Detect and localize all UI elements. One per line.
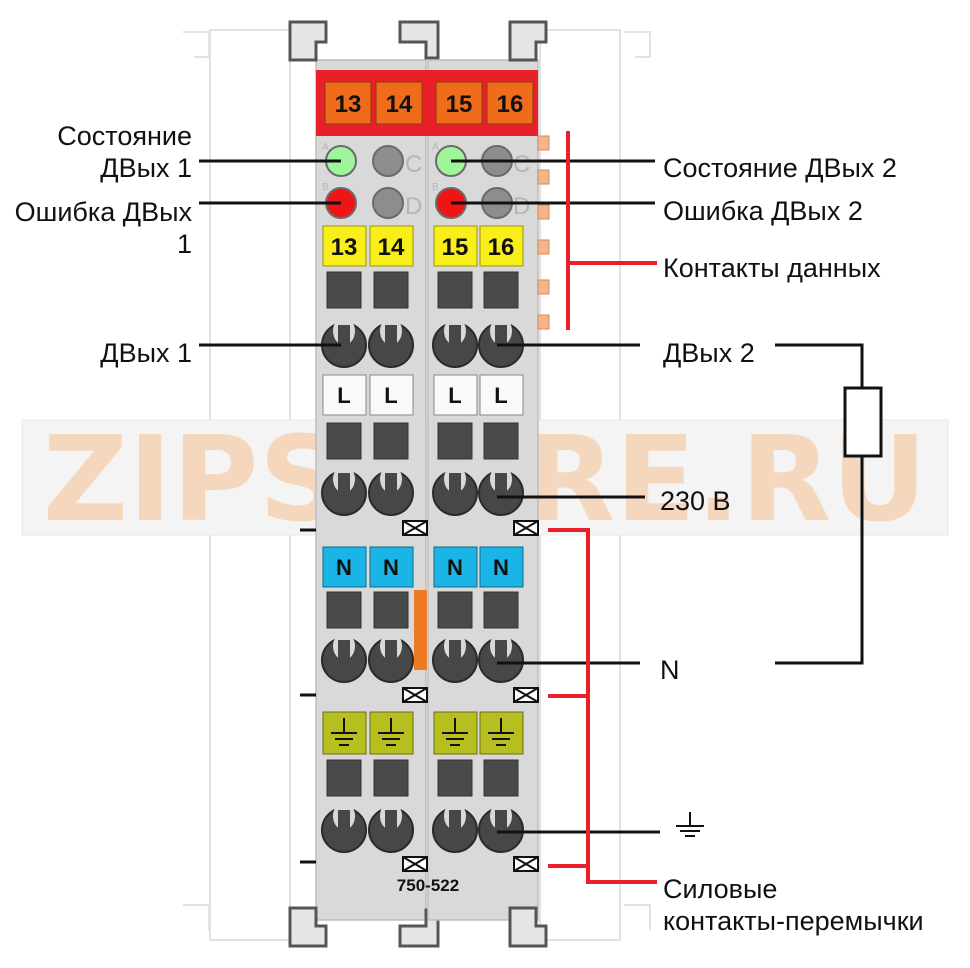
- clamp-terminal: [368, 802, 414, 853]
- terminal-slot: [437, 271, 473, 309]
- label-neutral: N: [660, 655, 680, 685]
- n-tags: N N N N: [322, 546, 524, 588]
- ground-tag: [369, 711, 414, 755]
- clamp-terminal: [368, 632, 414, 683]
- l-tags: L L L L: [322, 374, 524, 416]
- terminal-slot: [326, 759, 362, 797]
- label-status-1-line1: Состояние: [57, 121, 192, 151]
- top-tags: 13 14 15 16: [324, 81, 534, 125]
- l-tag-1: L: [337, 383, 350, 408]
- data-contact-tabs: [537, 135, 550, 330]
- terminal-slot: [437, 759, 473, 797]
- jumper-contact: [513, 856, 539, 872]
- terminal-slot: [483, 271, 519, 309]
- terminal-slot: [437, 422, 473, 460]
- label-error-1-line1: Ошибка ДВых: [14, 197, 192, 227]
- jumper-contact: [402, 687, 428, 703]
- orange-separator: [414, 590, 427, 670]
- svg-text:C: C: [513, 151, 530, 178]
- label-error-1: Ошибка ДВых 1: [0, 196, 192, 261]
- clamp-terminal: [478, 802, 524, 853]
- terminal-slot: [437, 591, 473, 629]
- svg-text:A: A: [322, 142, 329, 153]
- leader-lines: [199, 159, 864, 864]
- label-power-contacts: Силовые контакты-перемычки: [663, 873, 924, 938]
- yellow-tag-15: 15: [442, 234, 469, 261]
- jumper-contact: [513, 687, 539, 703]
- red-brackets: [548, 131, 657, 884]
- clamp-terminal: [432, 632, 478, 683]
- label-power-line1: Силовые: [663, 874, 778, 904]
- clamp-terminal: [432, 317, 478, 368]
- terminal-slot: [483, 422, 519, 460]
- svg-text:C: C: [405, 151, 422, 178]
- yellow-tag-16: 16: [488, 234, 515, 261]
- terminal-slot: [483, 591, 519, 629]
- terminal-clamps: [321, 317, 524, 853]
- svg-text:A: A: [432, 142, 439, 153]
- l-tag-3: L: [448, 383, 461, 408]
- top-tag-15: 15: [446, 91, 473, 118]
- l-tag-4: L: [494, 383, 507, 408]
- clamp-terminal: [321, 802, 367, 853]
- clamp-terminal: [321, 317, 367, 368]
- label-data-contacts: Контакты данных: [663, 253, 881, 283]
- ground-tags: [322, 711, 524, 755]
- terminal-slot: [483, 759, 519, 797]
- label-status-2: Состояние ДВых 2: [663, 153, 897, 183]
- clamp-terminal: [321, 632, 367, 683]
- terminal-slot: [373, 271, 409, 309]
- svg-text:D: D: [513, 193, 530, 220]
- yellow-tags: 13 14 15 16: [322, 225, 524, 267]
- jumper-contact: [402, 856, 428, 872]
- clamp-terminal: [368, 465, 414, 516]
- clamp-terminal: [432, 465, 478, 516]
- l-tag-2: L: [384, 383, 397, 408]
- model-number: 750-522: [397, 876, 459, 895]
- n-tag-2: N: [383, 555, 399, 580]
- clamp-terminal: [432, 802, 478, 853]
- label-status-1-line2: ДВых 1: [100, 153, 192, 184]
- n-tag-3: N: [447, 555, 463, 580]
- n-tag-4: N: [493, 555, 509, 580]
- yellow-tag-14: 14: [378, 234, 405, 261]
- label-error-2: Ошибка ДВых 2: [663, 196, 863, 226]
- label-error-1-line2: 1: [176, 229, 192, 260]
- label-230v: 230 В: [660, 486, 731, 516]
- svg-text:B: B: [432, 182, 439, 193]
- svg-text:B: B: [322, 182, 329, 193]
- label-status-1: Состояние ДВых 1: [20, 120, 192, 185]
- load-resistor: [843, 386, 883, 458]
- terminal-slot: [326, 591, 362, 629]
- clamp-terminal: [478, 465, 524, 516]
- top-tag-16: 16: [497, 91, 524, 118]
- terminal-slot: [373, 422, 409, 460]
- ground-tag: [322, 711, 367, 755]
- top-tag-13: 13: [335, 91, 362, 118]
- terminal-slot: [373, 591, 409, 629]
- terminal-slot: [326, 271, 362, 309]
- n-tag-1: N: [336, 555, 352, 580]
- ground-symbol: [676, 812, 704, 837]
- jumper-contact: [513, 520, 539, 536]
- label-power-line2: контакты-перемычки: [663, 906, 924, 937]
- terminal-slot: [373, 759, 409, 797]
- label-out-1: ДВых 1: [100, 338, 192, 368]
- svg-text:D: D: [405, 193, 422, 220]
- clamp-terminal: [478, 632, 524, 683]
- clamp-terminal: [368, 317, 414, 368]
- yellow-tag-13: 13: [331, 234, 358, 261]
- background-module-outlines: [183, 29, 651, 941]
- jumper-contact: [402, 520, 428, 536]
- clamp-terminal: [321, 465, 367, 516]
- ground-tag: [479, 711, 524, 755]
- ground-tag: [433, 711, 478, 755]
- terminal-slot: [326, 422, 362, 460]
- jumper-contacts: [402, 520, 539, 872]
- terminal-slots: [326, 271, 519, 797]
- top-tag-14: 14: [386, 91, 413, 118]
- label-out-2: ДВых 2: [663, 338, 755, 368]
